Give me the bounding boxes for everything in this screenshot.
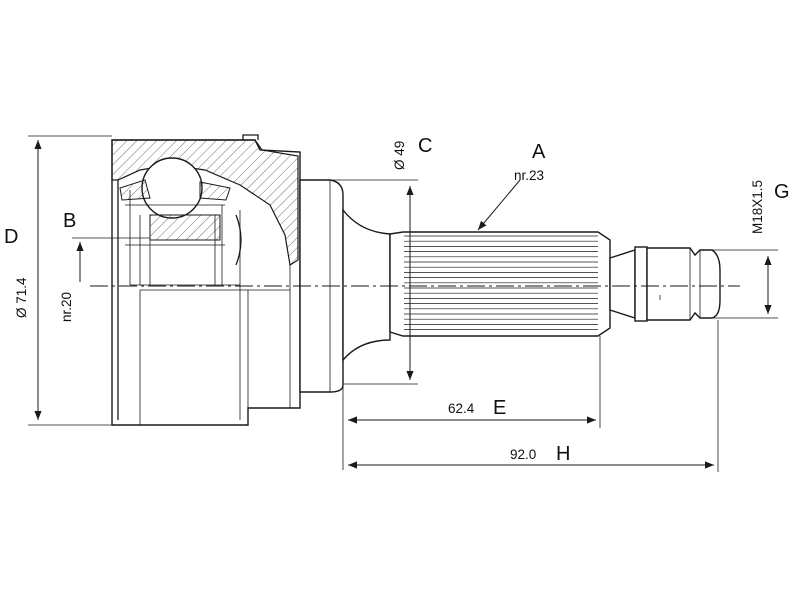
- label-a: A: [532, 141, 546, 163]
- threaded-stub: [609, 246, 721, 322]
- text-inner-splines: nr.20: [59, 292, 74, 322]
- text-outer-diameter: Ø 71.4: [14, 277, 29, 318]
- dim-seal-diameter: [330, 179, 418, 385]
- text-seal-diameter: Ø 49: [392, 141, 407, 170]
- spline-teeth: [404, 235, 598, 330]
- dim-thread: [712, 249, 778, 319]
- label-b: B: [63, 210, 76, 232]
- seal-flange: [299, 179, 391, 393]
- text-shaft-length: 62.4: [448, 401, 475, 416]
- label-h: H: [556, 443, 570, 465]
- dim-outer-diameter: [28, 135, 112, 426]
- text-thread: M18X1.5: [750, 180, 765, 234]
- label-c: C: [418, 135, 432, 157]
- label-g: G: [774, 181, 790, 203]
- text-outer-splines: nr.23: [514, 168, 544, 183]
- dim-total-length: [348, 320, 719, 472]
- dim-inner-splines: [72, 237, 150, 282]
- inner-race-assembly: [119, 157, 242, 286]
- dim-shaft-length: [342, 336, 601, 470]
- label-e: E: [493, 397, 506, 419]
- leader-outer-splines: [477, 179, 521, 231]
- splined-shaft: [389, 231, 611, 337]
- label-d: D: [4, 226, 18, 248]
- text-total-length: 92.0: [510, 447, 536, 462]
